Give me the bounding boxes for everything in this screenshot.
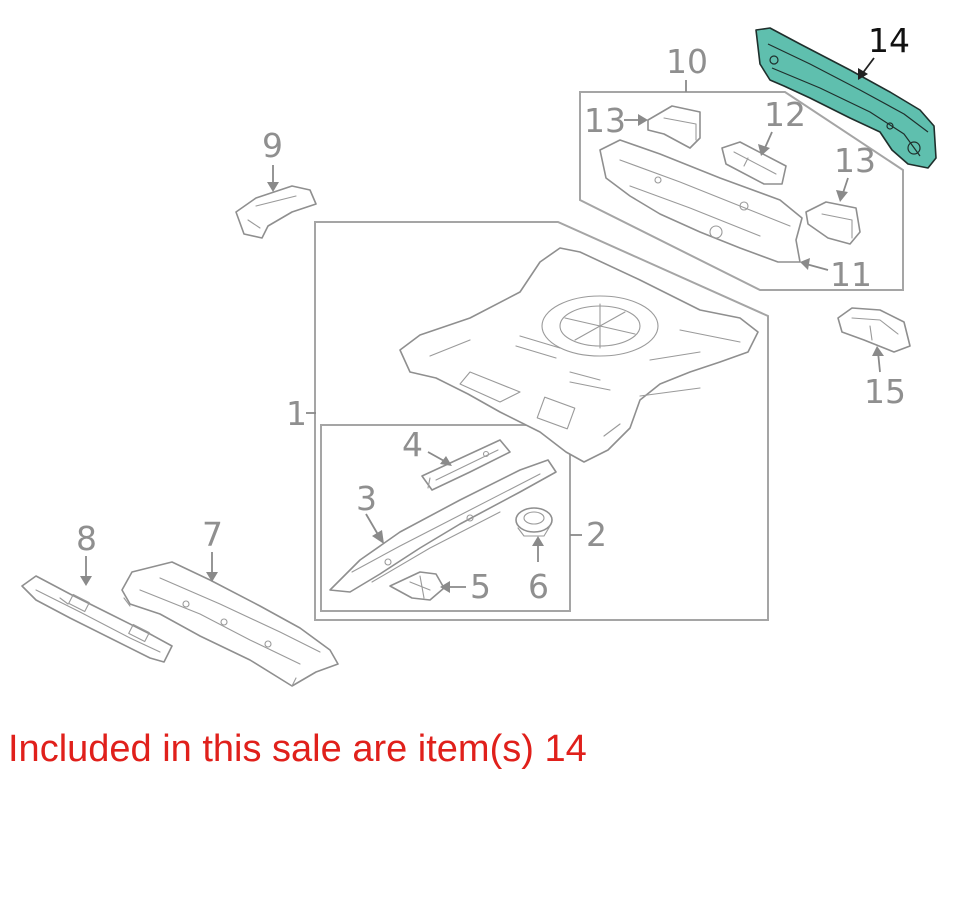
callout-2: 2 bbox=[586, 515, 607, 554]
assembly-box-1 bbox=[314, 221, 769, 621]
callout-6: 6 bbox=[528, 567, 549, 606]
part-1-rear-floor-pan[interactable] bbox=[399, 247, 759, 463]
callout-14: 14 bbox=[868, 21, 910, 60]
callout-1: 1 bbox=[286, 394, 307, 433]
part-13a-bracket[interactable] bbox=[647, 105, 701, 149]
part-4-bracket[interactable] bbox=[421, 439, 511, 491]
callout-10: 10 bbox=[666, 42, 708, 81]
assembly-box-10 bbox=[579, 91, 904, 291]
part-12-bracket[interactable] bbox=[721, 141, 787, 185]
part-3-side-rail[interactable] bbox=[329, 459, 557, 593]
callout-13b: 13 bbox=[834, 141, 876, 180]
part-15-bracket[interactable] bbox=[837, 307, 911, 353]
callout-15: 15 bbox=[864, 372, 906, 411]
callout-7: 7 bbox=[202, 515, 223, 554]
leader-lines bbox=[80, 57, 884, 593]
callout-8: 8 bbox=[76, 519, 97, 558]
callout-3: 3 bbox=[356, 479, 377, 518]
part-9-bracket[interactable] bbox=[235, 185, 317, 239]
callout-11: 11 bbox=[830, 255, 872, 294]
callout-5: 5 bbox=[470, 567, 491, 606]
part-8-rail[interactable] bbox=[21, 575, 173, 663]
callout-9: 9 bbox=[262, 126, 283, 165]
callout-numbers: 1 2 3 4 5 6 7 8 9 10 11 12 13 13 14 15 bbox=[76, 21, 910, 606]
part-7-cross-member[interactable] bbox=[121, 561, 339, 687]
part-14-rear-cross-member-highlighted[interactable] bbox=[755, 27, 937, 169]
callout-12: 12 bbox=[764, 95, 806, 134]
sale-note: Included in this sale are item(s) 14 bbox=[8, 728, 587, 770]
part-5-bracket[interactable] bbox=[389, 571, 445, 601]
callout-4: 4 bbox=[402, 425, 423, 464]
part-13b-bracket[interactable] bbox=[805, 201, 861, 245]
assembly-box-2 bbox=[320, 424, 571, 612]
callout-13a: 13 bbox=[584, 101, 626, 140]
part-6-cup[interactable] bbox=[515, 507, 553, 537]
